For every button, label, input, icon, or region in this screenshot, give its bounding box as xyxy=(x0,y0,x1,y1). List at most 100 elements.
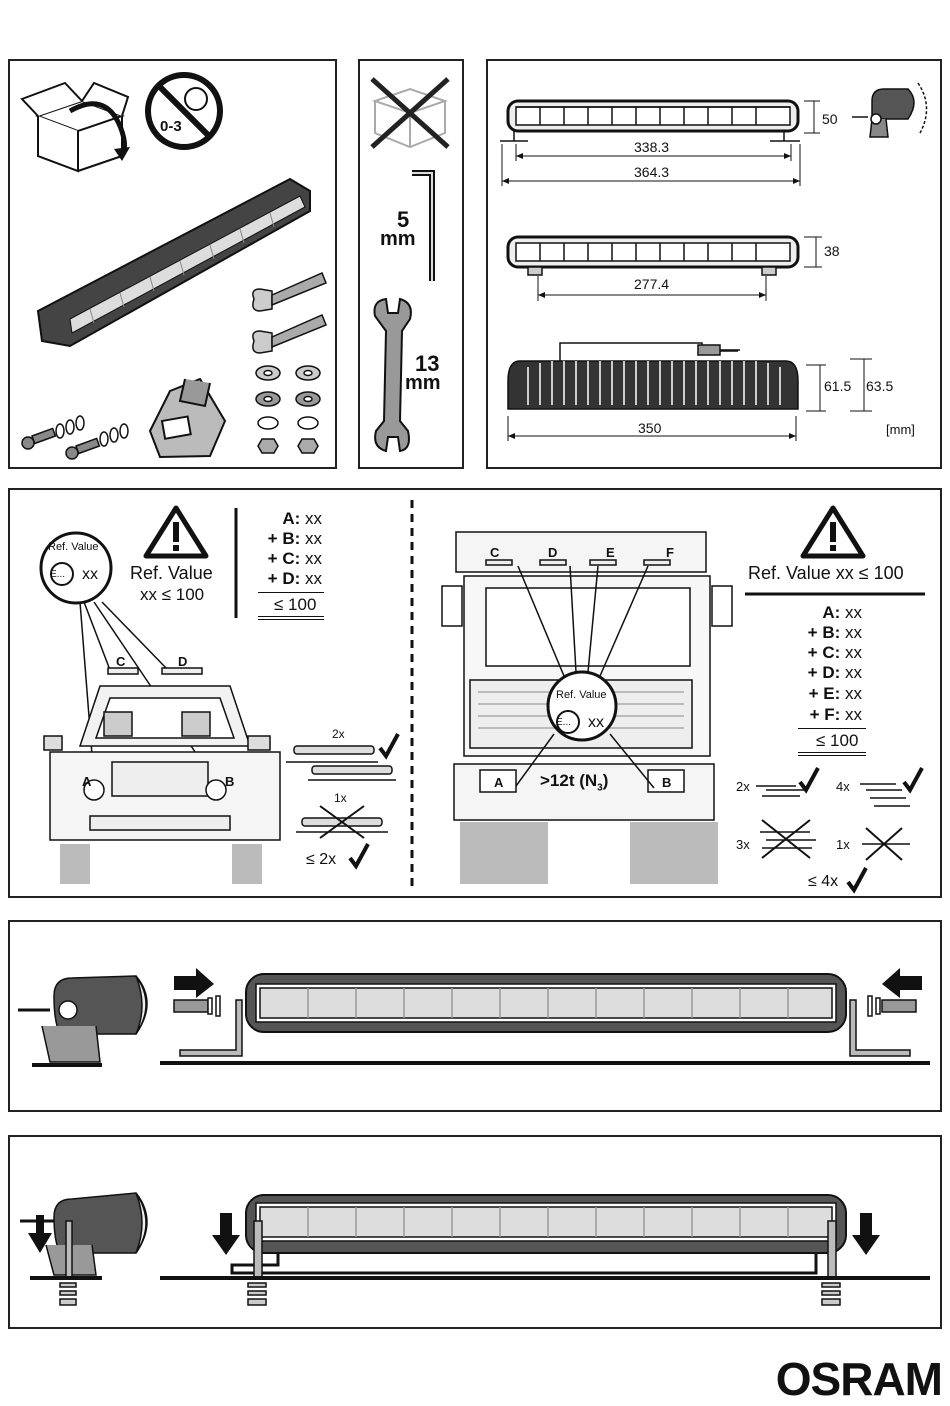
car-letter-b: B xyxy=(225,775,234,788)
unit-label: [mm] xyxy=(886,423,915,436)
truck-circle-title: Ref. Value xyxy=(556,690,607,701)
bar-bottom-mount xyxy=(160,1195,930,1305)
arrow-down-icon-3 xyxy=(852,1213,880,1255)
tools-panel: 5 mm 13 mm xyxy=(358,59,464,469)
dim-38: 38 xyxy=(824,244,840,258)
truck-sum-row: + D: xx xyxy=(808,664,862,681)
bar-front-view-2 xyxy=(508,237,798,275)
hex-key-icon xyxy=(412,173,432,281)
truck-sum-double-line xyxy=(798,752,866,756)
contents-panel: 0-3 xyxy=(8,59,337,469)
bar-side-view-icon xyxy=(852,83,927,137)
car-max-count: ≤ 2x xyxy=(306,852,336,868)
truck-circle-xx: xx xyxy=(588,715,604,731)
car-ref-limit: xx ≤ 100 xyxy=(140,586,204,603)
washers-nuts-icon xyxy=(256,366,320,453)
bar-front-view-1 xyxy=(500,101,800,141)
dim-277: 277.4 xyxy=(634,277,669,291)
car-circle-title: Ref. Value xyxy=(48,542,99,553)
car-letter-d: D xyxy=(178,655,187,668)
check-icon-car-max xyxy=(350,844,368,866)
car-sum-row: + B: xx xyxy=(268,530,322,547)
truck-ref-label: Ref. Value xx ≤ 100 xyxy=(748,564,904,582)
regulation-panel: Ref. Value E... xx Ref. Value xx ≤ 100 A… xyxy=(8,488,942,898)
no-children-icon xyxy=(148,75,220,147)
truck-letter-c: C xyxy=(490,546,499,559)
car-one-bar-icon xyxy=(296,806,388,838)
truck-sum-row: + F: xx xyxy=(810,706,862,723)
truck-letter-f: F xyxy=(666,546,674,559)
mounting-bracket-icon xyxy=(150,379,225,457)
truck-count-3x: 3x xyxy=(736,838,750,851)
truck-count-2x: 2x xyxy=(736,780,750,793)
dim-350: 350 xyxy=(638,421,661,435)
dim-61: 61.5 xyxy=(824,379,851,393)
carriage-bolts-icon xyxy=(253,273,326,353)
arrow-right-icon xyxy=(174,968,214,998)
car-sum-row: A: xx xyxy=(282,510,322,527)
car-sum-line xyxy=(258,592,324,593)
arrow-left-icon xyxy=(882,968,922,998)
wrench-unit: mm xyxy=(405,373,441,393)
truck-count-4x: 4x xyxy=(836,780,850,793)
car-sum-row: + C: xx xyxy=(268,550,322,567)
car-sum-double-line xyxy=(258,616,324,620)
tools-illustration xyxy=(360,61,462,467)
check-icon-truck-4x xyxy=(904,768,922,790)
check-icon-truck-max xyxy=(848,868,866,890)
truck-sum-total: ≤ 100 xyxy=(816,732,858,749)
no-box-icon xyxy=(375,89,445,147)
car-sum-row: + D: xx xyxy=(268,570,322,587)
truck-max-count: ≤ 4x xyxy=(808,874,838,890)
dimensions-panel: 338.3 364.3 50 38 277.4 61.5 63.5 350 [m… xyxy=(486,59,942,469)
car-illustration xyxy=(44,668,280,884)
truck-count-icons xyxy=(756,784,910,860)
warning-icon-right xyxy=(803,508,863,556)
side-mount-illustration xyxy=(10,922,940,1110)
bottom-mount-illustration xyxy=(10,1137,940,1327)
regulation-illustrations xyxy=(10,490,940,896)
age-label: 0-3 xyxy=(160,119,182,134)
truck-sum-row: A: xx xyxy=(822,604,862,621)
bar-side-mount xyxy=(160,974,930,1063)
car-count-ok: 2x xyxy=(332,728,345,740)
car-two-bar-icon xyxy=(286,746,396,780)
car-letter-c: C xyxy=(116,655,125,668)
car-letter-a: A xyxy=(82,775,91,788)
arrow-down-icon-2 xyxy=(212,1213,240,1255)
truck-weight-class: >12t (N3) xyxy=(540,772,608,793)
truck-letter-a: A xyxy=(494,776,503,789)
osram-logo: OSRAM xyxy=(776,1352,942,1406)
truck-letter-d: D xyxy=(548,546,557,559)
truck-sum-line xyxy=(798,728,866,729)
truck-letter-e: E xyxy=(606,546,615,559)
truck-sum-row: + C: xx xyxy=(808,644,862,661)
check-icon-car xyxy=(380,734,398,756)
check-icon-truck-2x xyxy=(800,768,818,790)
box-open-icon xyxy=(22,83,128,171)
bar-rear-view xyxy=(508,343,798,409)
dim-63: 63.5 xyxy=(866,379,893,393)
led-bar-illustration xyxy=(38,179,310,346)
car-circle-xx: xx xyxy=(82,567,98,583)
truck-sum-row: + B: xx xyxy=(808,624,862,641)
truck-count-1x: 1x xyxy=(836,838,850,851)
dim-50: 50 xyxy=(822,112,838,126)
bottom-mount-panel xyxy=(8,1135,942,1329)
truck-letter-b: B xyxy=(662,776,671,789)
truck-circle-symbol: E... xyxy=(556,718,571,728)
screws-washers-icon xyxy=(22,416,128,459)
dim-364: 364.3 xyxy=(634,165,669,179)
dimension-drawings xyxy=(488,61,940,467)
hex-key-unit: mm xyxy=(380,229,416,249)
car-ref-label: Ref. Value xyxy=(130,564,213,582)
car-circle-symbol: E... xyxy=(50,570,65,580)
car-sum-total: ≤ 100 xyxy=(274,596,316,613)
truck-sum-row: + E: xx xyxy=(809,685,862,702)
ref-circle-truck xyxy=(548,672,616,740)
car-count-bad: 1x xyxy=(334,792,347,804)
lamp-side-view xyxy=(18,976,147,1065)
side-mount-panel xyxy=(8,920,942,1112)
dim-338: 338.3 xyxy=(634,140,669,154)
warning-icon-left xyxy=(146,508,206,556)
